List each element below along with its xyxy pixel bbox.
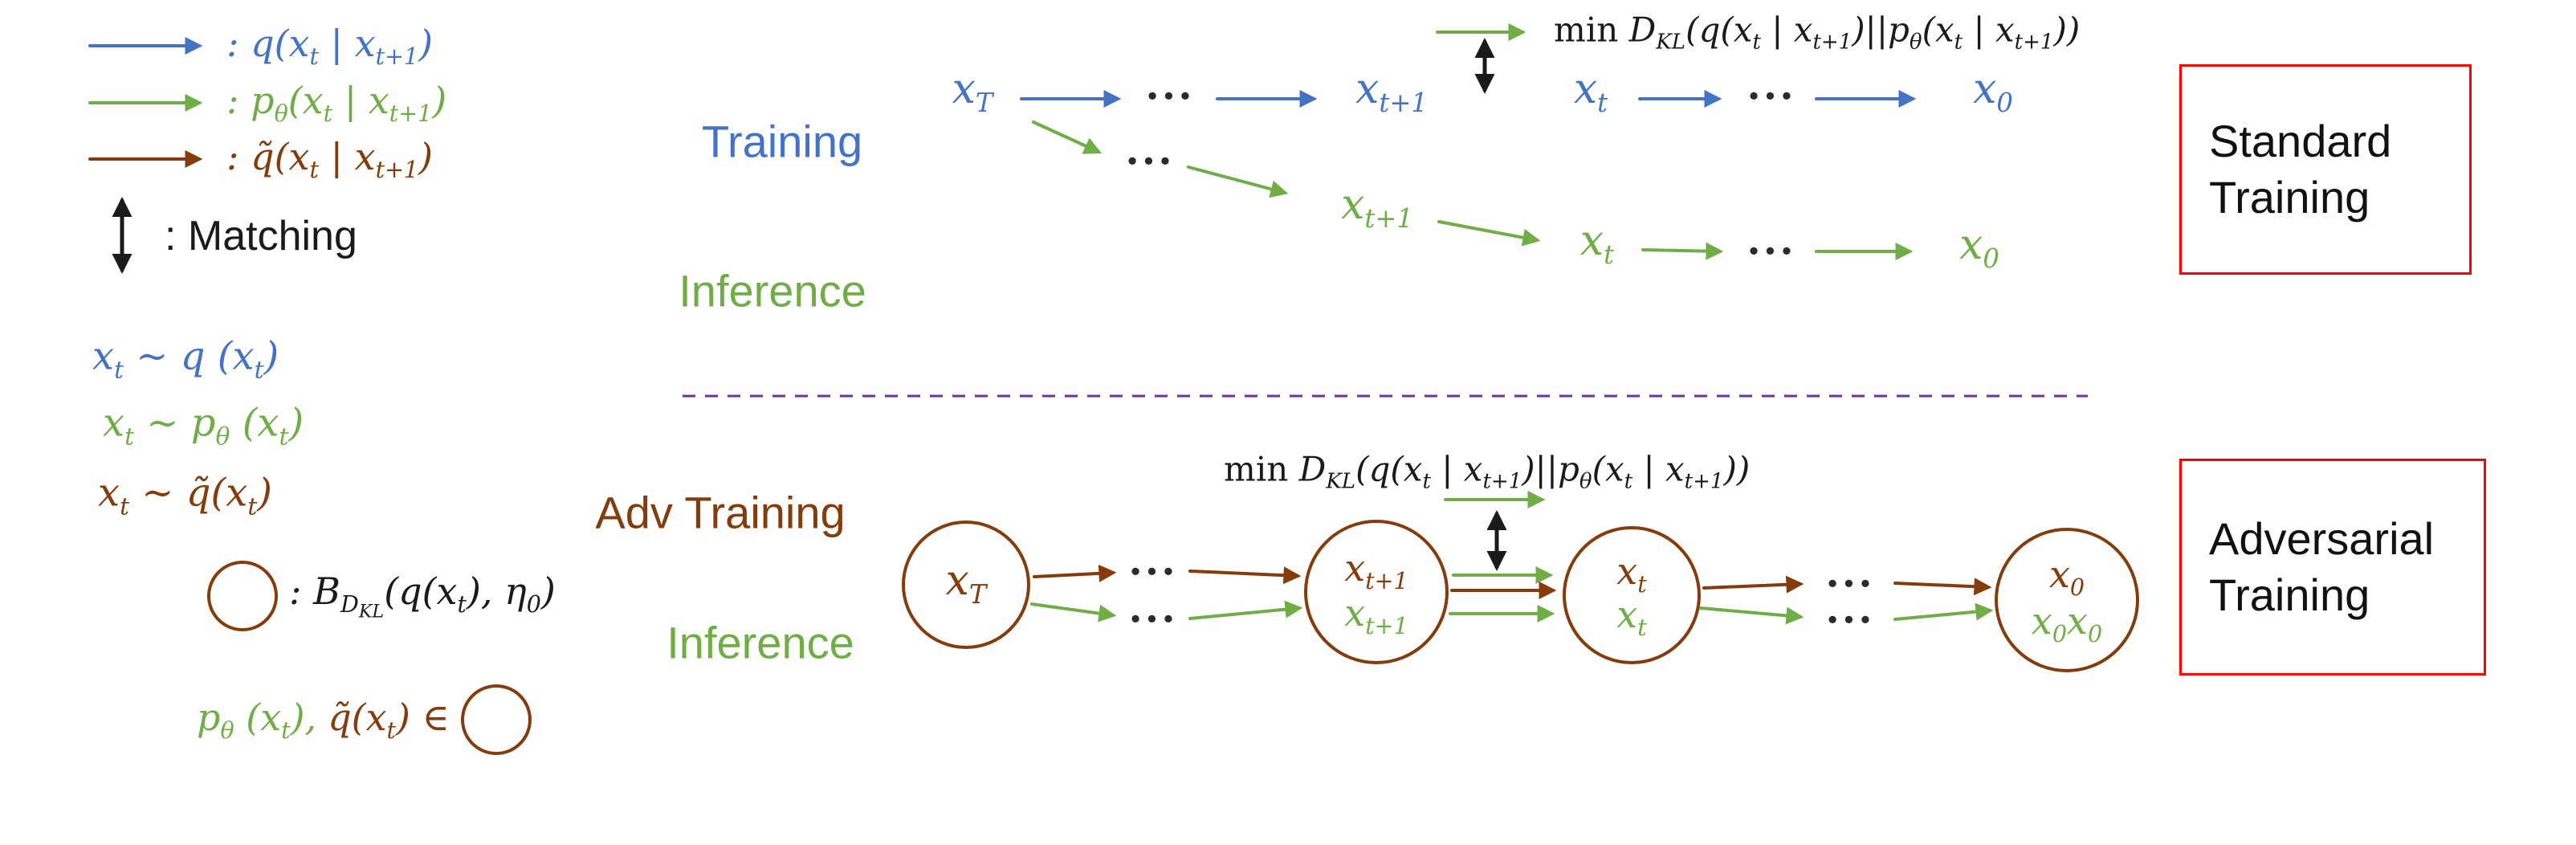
kl-ball-definition-label: : BDKL(q(xt), η0) [289,569,556,623]
membership-ball-icon [460,684,532,755]
ball-xt1-qtilde-label: xt+1 [1344,545,1408,595]
kl-ball-definition-row: : BDKL(q(xt), η0) [207,561,556,631]
ellipsis-dots: ··· [1125,137,1175,185]
kl-ball-icon [207,561,278,631]
adv-inference-label: Inference [666,617,854,668]
min-dkl-formula-adversarial: min DKL(q(xt | xt+1)||pθ(xt | xt+1)) [1224,449,1751,494]
node-x0-green: x0 [1959,220,1999,275]
ellipsis-dots: ··· [1825,595,1875,643]
adv-inf-arrow-5 [1893,602,1994,621]
std-inf-arrow-1 [1032,120,1103,154]
ellipsis-dots: ··· [1825,559,1875,607]
node-xT-blue: xT [952,64,993,119]
kl-ball-x0 [1995,528,2139,672]
std-inf-arrow-4 [1641,242,1724,260]
sample-qtilde-label: xt ∼ q̃(xt) [98,470,273,521]
ellipsis-dots: ··· [1747,71,1796,120]
adv-inf-arrow-2 [1188,600,1303,620]
ellipsis-dots: ··· [1128,547,1178,595]
legend-qtilde-label: : q̃(xt | xt+1) [226,134,434,184]
adversarial-training-box: Adversarial Training [2179,459,2486,676]
standard-training-box: Standard Training [2179,64,2472,275]
ball-xt-p-label: xt [1616,592,1647,642]
legend-p-label: : pθ(xt | xt+1) [226,78,447,128]
membership-qtilde-label: q̃(xt) ∈ [328,695,450,745]
adv-inf-arrow-1 [1030,602,1117,623]
adv-training-label: Adv Training [595,487,846,538]
ball-x0-qtilde-label: x0 [2048,552,2085,602]
ball-x0-p-label: x0x0 [2031,598,2103,648]
legend-matching-label: : Matching [165,213,357,259]
kl-ball-xt1 [1304,520,1449,664]
legend-q-label: : q(xt | xt+1) [226,21,434,71]
ball-xt-qtilde-label: xt [1616,549,1647,598]
sample-p-label: xt ∼ pθ (xt) [103,400,304,451]
node-xt1-blue: xt+1 [1355,64,1428,119]
standard-training-label: Training [701,116,863,167]
adversarial-box-line-1: Adversarial [2209,513,2435,564]
node-xt-green: xt [1579,216,1615,271]
standard-inference-label: Inference [679,265,866,316]
adv-train-arrow-4 [1702,575,1804,594]
ellipsis-dots: ··· [1747,227,1796,275]
standard-box-line-2: Training [2209,172,2370,222]
adv-train-arrow-5 [1893,578,1992,596]
kl-ball-xt [1563,526,1701,664]
ellipsis-dots: ··· [1145,71,1195,120]
membership-p-label: pθ (xt), [197,695,317,745]
sample-q-label: xt ∼ q (xt) [92,333,279,385]
node-xt-blue: xt [1573,64,1608,119]
std-inf-arrow-2 [1187,165,1289,198]
adv-train-arrow-1 [1033,564,1117,582]
standard-box-line-1: Standard [2209,116,2392,166]
kl-ball-xT [902,520,1030,649]
membership-statement-row: pθ (xt), q̃(xt) ∈ [197,684,532,755]
min-dkl-formula-standard: min DKL(q(xt | xt+1)||pθ(xt | xt+1)) [1554,10,2081,55]
std-inf-arrow-3 [1437,220,1541,247]
node-xt1-green: xt+1 [1341,180,1413,235]
ball-xT-label: xT [945,556,987,610]
adv-inf-arrow-4 [1699,606,1804,625]
ellipsis-dots: ··· [1128,594,1178,643]
adversarial-box-line-2: Training [2209,569,2370,620]
adv-train-arrow-2 [1188,566,1302,585]
node-x0-blue: x0 [1973,64,2013,119]
ball-xt1-p-label: xt+1 [1344,590,1408,640]
